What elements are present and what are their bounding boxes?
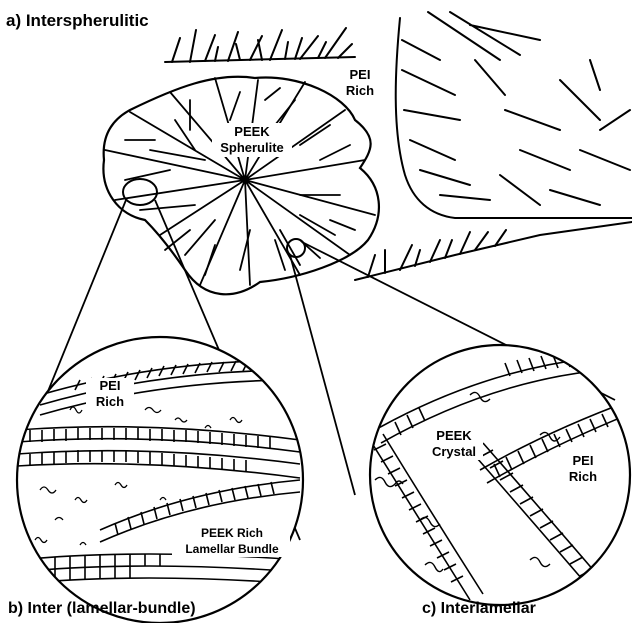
c-crystal-label-line2: Crystal [432,444,476,459]
zoom-marker-b [123,179,157,205]
lower-right-fringe [355,222,632,280]
spherulite-label-line2: Spherulite [220,140,284,155]
c-pei-label-line1: PEI [573,453,594,468]
b-pei-label-line1: PEI [100,378,121,393]
c-crystal-label-line1: PEEK [436,428,472,443]
right-spherulite [396,12,632,218]
panel-b-title: b) Inter (lamellar-bundle) [8,600,196,617]
panel-c-title: c) Interlamellar [422,600,536,617]
panel-a-title: a) Interspherulitic [6,11,149,30]
zoom-circle-b [17,337,303,623]
top-spherulite-fringe [165,28,355,62]
c-pei-label-line2: Rich [569,469,597,484]
top-pei-label-line2: Rich [346,83,374,98]
top-pei-label-line1: PEI [350,67,371,82]
peek-spherulite [103,77,378,295]
spherulite-label-line1: PEEK [234,124,270,139]
b-pei-label-line2: Rich [96,394,124,409]
b-bundle-label-line2: Lamellar Bundle [185,542,279,556]
b-bundle-label-line1: PEEK Rich [201,526,263,540]
